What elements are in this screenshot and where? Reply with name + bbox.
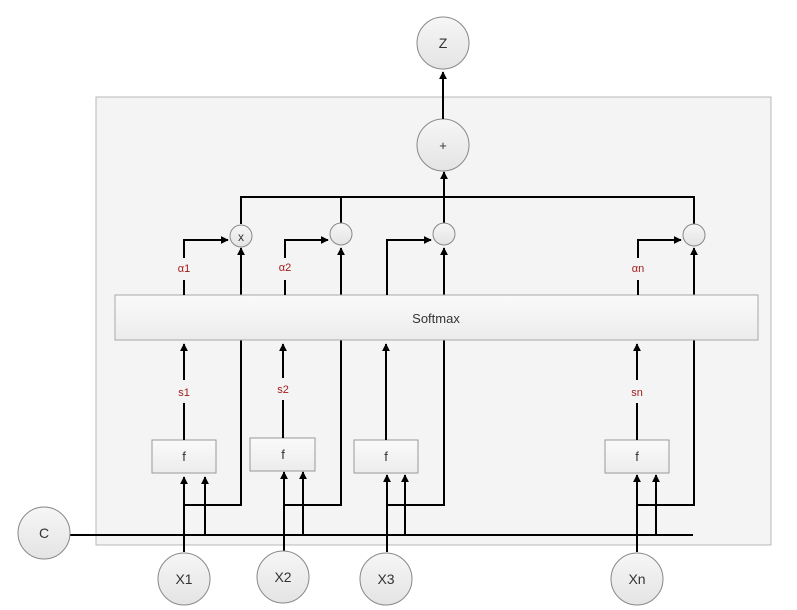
score-wires bbox=[180, 343, 641, 440]
output-node-z bbox=[416, 16, 470, 70]
f-label-n: f bbox=[635, 449, 639, 464]
input-node-x3 bbox=[359, 552, 413, 606]
weight-label-2: α2 bbox=[279, 262, 291, 274]
input-wires bbox=[180, 471, 641, 552]
input-label-xn: Xn bbox=[628, 571, 645, 587]
multiplier-nodes: x bbox=[229, 222, 706, 248]
sum-bus bbox=[240, 171, 695, 224]
output-label-z: Z bbox=[439, 35, 448, 51]
weight-label-n: αn bbox=[632, 263, 644, 275]
input-label-x1: X1 bbox=[175, 571, 192, 587]
f-label-2: f bbox=[281, 447, 285, 462]
softmax-label: Softmax bbox=[412, 311, 460, 326]
softmax-box bbox=[114, 294, 759, 341]
score-function-boxes: f f f f bbox=[151, 437, 670, 474]
f-label-3: f bbox=[384, 449, 388, 464]
multiplier-node-n bbox=[682, 223, 706, 247]
multiplier-label-1: x bbox=[238, 230, 244, 244]
weight-wires bbox=[183, 236, 682, 295]
multiplier-node-2 bbox=[329, 222, 353, 246]
sum-label: + bbox=[439, 138, 447, 153]
score-label-1: s1 bbox=[178, 387, 190, 399]
input-label-x3: X3 bbox=[377, 571, 394, 587]
input-node-x2 bbox=[256, 550, 310, 604]
f-box-n bbox=[604, 439, 670, 474]
f-box-1 bbox=[151, 439, 217, 474]
score-label-n: sn bbox=[631, 387, 643, 399]
multiplier-node-3 bbox=[432, 222, 456, 246]
score-label-2: s2 bbox=[277, 384, 289, 396]
f-box-2 bbox=[249, 437, 316, 472]
input-node-xn bbox=[610, 552, 664, 606]
input-nodes: X1 X2 X3 Xn bbox=[157, 550, 664, 606]
context-node-c bbox=[17, 506, 71, 560]
f-label-1: f bbox=[182, 449, 186, 464]
input-node-x1 bbox=[157, 552, 211, 606]
weight-label-1: α1 bbox=[178, 263, 190, 275]
multiplier-node-1 bbox=[229, 224, 253, 248]
context-label-c: C bbox=[39, 525, 49, 541]
input-label-x2: X2 bbox=[274, 569, 291, 585]
